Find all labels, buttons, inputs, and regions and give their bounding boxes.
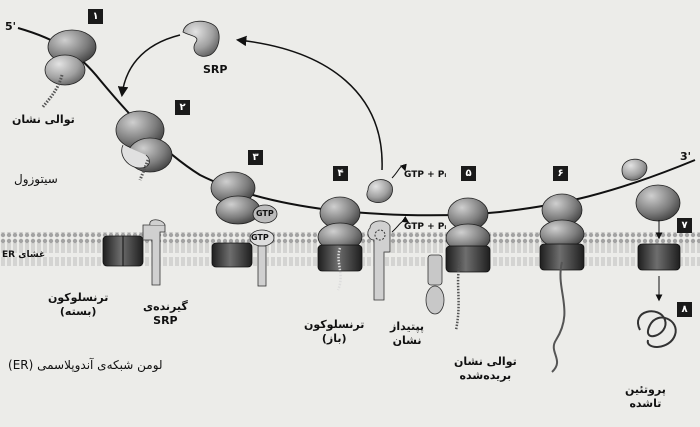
ribosome-step-2 (115, 110, 173, 181)
five-prime-label: 5' (5, 20, 17, 33)
three-prime-label: 3' (680, 150, 692, 163)
er-membrane-label: غشای ER (2, 250, 46, 260)
translocon-closed-line-2: (بسته) (59, 304, 97, 318)
srp-free (182, 20, 220, 57)
signal-peptidase-line-2: نشان (392, 333, 422, 347)
translocon-closed-line-1: ترنسلوکون (48, 291, 109, 304)
ribosome-step-1 (40, 29, 97, 109)
step-6-badge: ۶ (553, 166, 568, 181)
ribosome-step-7 (621, 158, 681, 302)
ribosome-step-3 (210, 171, 278, 287)
translocon-closed (102, 235, 144, 267)
folded-protein-line-1: پروتئین (625, 383, 666, 396)
srp-recycle-arrow (235, 35, 383, 171)
translocon-open-label: ترنسلوکون (باز) (304, 318, 364, 346)
ribosome-step-6 (539, 193, 585, 373)
cytosol-label: سیتوزول (14, 172, 58, 186)
step-4-badge: ۴ (333, 166, 348, 181)
srp-receptor-line-1: گیرنده‌ی (143, 300, 188, 313)
gtp-receptor-label: GTP (251, 233, 269, 242)
srp-receptor (142, 219, 166, 286)
signal-sequence-label: توالی نشان (12, 113, 75, 126)
folded-protein-label: پروتئین تاشده (625, 383, 666, 411)
signal-peptidase-line-1: پپتیداز (390, 320, 425, 333)
cleaved-signal-line-1: توالی نشان (454, 355, 517, 368)
er-lumen-label: لومن شبکه‌ی آندوپلاسمی (ER) (8, 358, 163, 372)
gtp-srp-label: GTP (256, 209, 274, 218)
srp-receptor-label: گیرنده‌ی SRP (143, 300, 188, 328)
gtp-pi-upper-label: GTP + Pᵢ (404, 170, 447, 180)
srp-receptor-line-2: SRP (153, 313, 178, 327)
step-3-badge: ۳ (248, 150, 263, 165)
step-2-badge: ۲ (175, 100, 190, 115)
ribosome-step-4 (317, 163, 410, 301)
folded-protein (637, 310, 677, 348)
folded-protein-line-2: تاشده (629, 396, 662, 410)
srp-binding-arrow (117, 34, 181, 98)
cleaved-signal-line-2: بریده‌شده (459, 368, 512, 382)
signal-peptidase-label: پپتیداز نشان (390, 320, 424, 348)
translocon-open-line-2: (باز) (321, 331, 347, 345)
translocon-open-line-1: ترنسلوکون (304, 318, 365, 331)
translocon-closed-label: ترنسلوکون (بسته) (48, 291, 108, 319)
cleaved-signal-label: توالی نشان بریده‌شده (454, 355, 517, 383)
step-7-badge: ۷ (677, 218, 692, 233)
step-8-badge: ۸ (677, 302, 692, 317)
ribosome-step-5 (425, 197, 491, 331)
gtp-pi-lower-label: GTP + Pᵢ (404, 222, 447, 232)
step-1-badge: ۱ (88, 9, 103, 24)
srp-label: SRP (203, 63, 228, 76)
step-5-badge: ۵ (461, 166, 476, 181)
